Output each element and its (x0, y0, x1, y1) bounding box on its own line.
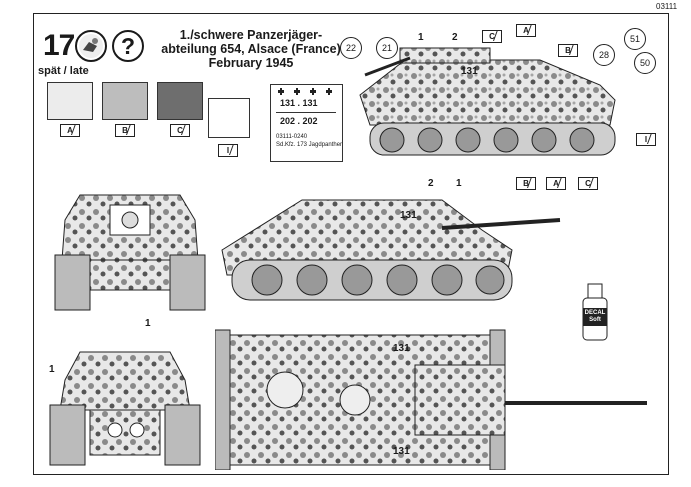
side-view-late (359, 47, 616, 156)
rear-view (49, 351, 201, 466)
color-code-b: B (115, 124, 135, 137)
marking-131-top-view-b: 131 (393, 446, 410, 457)
color-code-a: A (60, 124, 80, 137)
marking-131-top-view-a: 131 (393, 343, 410, 354)
color-code-c: C (170, 124, 190, 137)
part-number-1-side: 1 (456, 178, 462, 189)
title-line-2: abteilung 654, Alsace (France) (161, 42, 341, 56)
front-view (54, 194, 206, 311)
document-number: 03111 (656, 2, 678, 11)
decal-soft-bottle: DECAL Soft (580, 282, 610, 342)
marking-131-side: 131 (400, 210, 417, 221)
part-number-1-rear: 1 (49, 364, 55, 375)
decal-sheet: 131 . 131 202 . 202 03111-0240 Sd.Kfz. 1… (270, 84, 343, 162)
top-view (215, 329, 647, 470)
callout-color-b-bottom: B (516, 177, 536, 190)
color-swatch-b (102, 82, 148, 120)
part-number-1-top: 1 (418, 32, 424, 43)
decal-fine-print-2: Sd.Kfz. 173 Jagdpanther (276, 142, 343, 148)
side-view-main (221, 199, 561, 301)
color-code-i: I (218, 144, 238, 157)
decal-row-2: 202 . 202 (280, 116, 318, 126)
help-icon: ? (112, 30, 144, 62)
color-swatch-a (47, 82, 93, 120)
callout-22: 22 (340, 37, 362, 59)
callout-color-a-bottom: A (546, 177, 566, 190)
callout-color-c-bottom: C (578, 177, 598, 190)
decal-row-1: 131 . 131 (280, 98, 318, 108)
callout-21: 21 (376, 37, 398, 59)
color-swatch-i (208, 98, 250, 138)
painting-badge-icon (75, 30, 107, 62)
decal-bottle-line-2: Soft (589, 317, 601, 323)
callout-50: 50 (634, 52, 656, 74)
callout-51: 51 (624, 28, 646, 50)
callout-color-c-top: C (482, 30, 502, 43)
part-number-1-front: 1 (145, 318, 151, 329)
step-number: 17 (43, 29, 75, 62)
page-title: 1./schwere Panzerjäger- abteilung 654, A… (150, 28, 352, 70)
color-swatch-c (157, 82, 203, 120)
title-line-3: February 1945 (208, 56, 294, 70)
callout-28: 28 (593, 44, 615, 66)
decal-divider (276, 112, 336, 113)
part-number-2-side: 2 (428, 178, 434, 189)
instruction-frame (33, 13, 669, 475)
marking-131-top: 131 (461, 66, 478, 77)
callout-color-b-top: B (558, 44, 578, 57)
part-number-2-top: 2 (452, 32, 458, 43)
decal-bottle-line-1: DECAL (584, 310, 606, 316)
callout-color-a-top: A (516, 24, 536, 37)
callout-color-i-side: I (636, 133, 656, 146)
title-line-1: 1./schwere Panzerjäger- (179, 28, 323, 42)
variant-label: spät / late (38, 65, 89, 77)
decal-fine-print-1: 03111-0240 (276, 134, 308, 140)
